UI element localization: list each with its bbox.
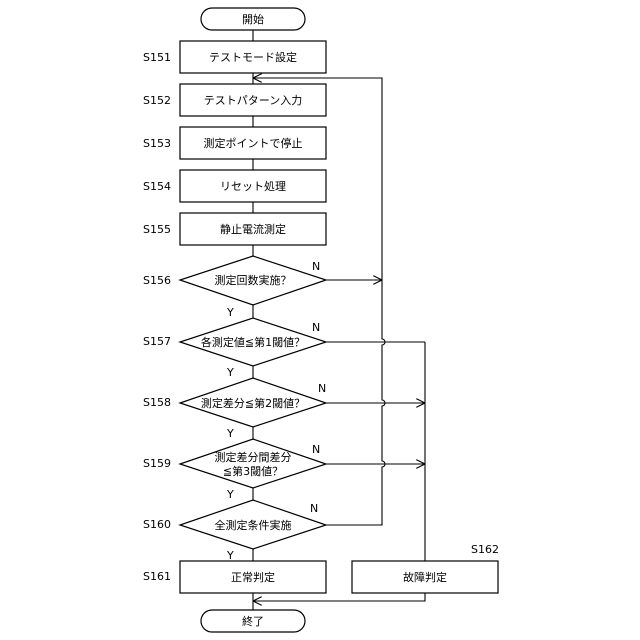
step-label-s158: S158	[143, 396, 171, 409]
process-text-s162: 故障判定	[403, 570, 447, 584]
step-label-s151: S151	[143, 51, 171, 64]
process-text-s153: 測定ポイントで停止	[204, 136, 303, 150]
decision-text-s156: 測定回数実施？	[215, 273, 292, 287]
step-label-s152: S152	[143, 94, 171, 107]
step-label-s156: S156	[143, 274, 171, 287]
no-label-s158: N	[318, 382, 326, 395]
start-text: 開始	[242, 12, 264, 26]
decision-text-s158: 測定差分≦第2閾値？	[201, 396, 305, 410]
step-label-s162: S162	[471, 543, 499, 556]
step-label-s154: S154	[143, 180, 171, 193]
decision-text-s160: 全測定条件実施	[215, 518, 292, 532]
yes-label-s158: Y	[226, 427, 234, 440]
step-label-s159: S159	[143, 457, 171, 470]
no-label-s160: N	[310, 502, 318, 515]
process-text-s155: 静止電流測定	[220, 222, 286, 236]
decision-text-s157: 各測定値≦第1閾値？	[201, 335, 305, 349]
process-text-s161: 正常判定	[231, 570, 275, 584]
yes-label-s160: Y	[226, 549, 234, 562]
s162-to-end-connector	[253, 593, 425, 601]
process-text-s151: テストモード設定	[209, 50, 297, 64]
decision-text-s159-line1: 測定差分間差分	[215, 450, 292, 464]
step-label-s161: S161	[143, 570, 171, 583]
step-label-s157: S157	[143, 335, 171, 348]
yes-label-s157: Y	[226, 366, 234, 379]
step-label-s153: S153	[143, 137, 171, 150]
no-label-s156: N	[312, 260, 320, 273]
yes-label-s159: Y	[226, 488, 234, 501]
no-label-s157: N	[312, 321, 320, 334]
decision-text-s159-line2: ≦第3閾値？	[223, 464, 283, 478]
process-text-s152: テストパターン入力	[204, 94, 302, 107]
no-label-s159: N	[312, 443, 320, 456]
end-text: 終了	[242, 614, 264, 628]
step-label-s155: S155	[143, 223, 171, 236]
step-label-s160: S160	[143, 518, 171, 531]
process-text-s154: リセット処理	[220, 180, 286, 193]
yes-label-s156: Y	[226, 306, 234, 319]
